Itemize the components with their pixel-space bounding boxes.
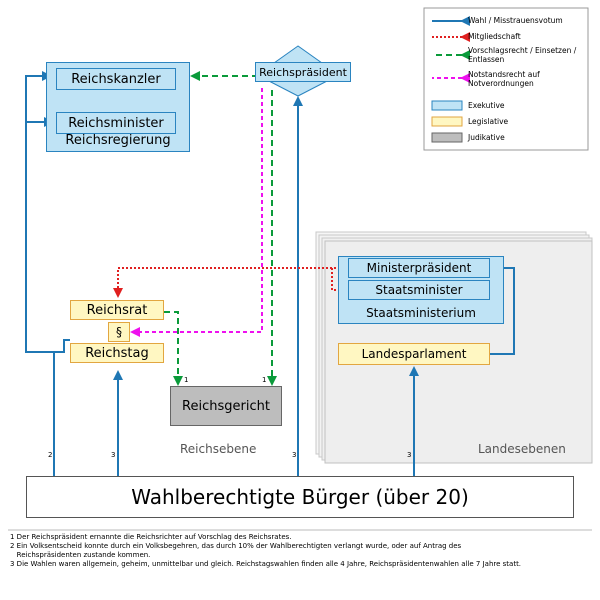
reichskanzler-box: Reichskanzler (56, 68, 176, 90)
reichsrat-box: Reichsrat (70, 300, 164, 320)
reichstag-box: Reichstag (70, 343, 164, 363)
legend-label-legislative: Legislative (468, 117, 509, 126)
reichsgericht-box: Reichsgericht (170, 386, 282, 426)
reichstag-label: Reichstag (85, 345, 149, 361)
paragraph-box: § (108, 322, 130, 342)
footnote-2-cont: Reichspräsidenten zustande kommen. (10, 551, 151, 559)
arrow-notverordnung (130, 88, 263, 337)
reichskanzler-label: Reichskanzler (71, 71, 161, 87)
reichspraesident-box: Reichspräsident (255, 62, 351, 82)
landesparlament-box: Landesparlament (338, 343, 490, 365)
footnote-3: 3 Die Wahlen waren allgemein, geheim, un… (10, 560, 522, 568)
arrow-elect-kanzler (25, 71, 55, 476)
reichsminister-label: Reichsminister (68, 115, 164, 131)
legend-label-notstand: Notstandsrecht auf Notverordnungen (468, 70, 540, 88)
buerger-box: Wahlberechtigte Bürger (über 20) (26, 476, 574, 518)
landesebenen-label: Landesebenen (478, 442, 566, 456)
staatsministerium-label: Staatsministerium (366, 306, 476, 320)
footnote-mark-3-reichstag: 3 (111, 451, 116, 459)
arrow-reichstag-link (54, 339, 70, 353)
reichsebene-label: Reichsebene (180, 442, 257, 456)
reichsregierung-label: Reichsregierung (65, 133, 171, 148)
reichsminister-box: Reichsminister (56, 112, 176, 134)
footnote-mark-1-rat: 1 (184, 376, 189, 384)
ministerpraesident-label: Ministerpräsident (366, 261, 472, 275)
buerger-label: Wahlberechtigte Bürger (über 20) (131, 485, 469, 509)
reichsgericht-label: Reichsgericht (182, 398, 270, 414)
staatsminister-label: Staatsminister (375, 283, 463, 297)
ministerpraesident-box: Ministerpräsident (348, 258, 490, 278)
footnote-2: 2 Ein Volksentscheid konnte durch ein Vo… (10, 542, 462, 550)
legend-label-exekutive: Exekutive (468, 101, 505, 110)
footnote-1: 1 Der Reichspräsident ernannte die Reich… (10, 533, 292, 541)
arrow-mitglied-mp (113, 267, 348, 298)
landesparlament-label: Landesparlament (361, 347, 467, 361)
legend-glyphs (423, 7, 589, 151)
legend-label-mitglied: Mitgliedschaft (468, 32, 521, 41)
footnote-mark-3-praesident: 3 (292, 451, 297, 459)
legend-label-wahl: Wahl / Misstrauensvotum (468, 16, 563, 25)
footnote-mark-1-praesident: 1 (262, 376, 267, 384)
arrow-rat-gericht (164, 311, 183, 386)
praesident-triangle-bottom (266, 79, 330, 97)
legend-label-judikative: Judikative (468, 133, 505, 142)
footnote-mark-2: 2 (48, 451, 53, 459)
paragraph-symbol: § (116, 325, 122, 339)
reichspraesident-label: Reichspräsident (259, 65, 347, 79)
legend-label-vorschlag: Vorschlagsrecht / Einsetzen / Entlassen (468, 46, 577, 64)
reichsrat-label: Reichsrat (86, 302, 148, 318)
staatsminister-box: Staatsminister (348, 280, 490, 300)
footnote-mark-3-land: 3 (407, 451, 412, 459)
